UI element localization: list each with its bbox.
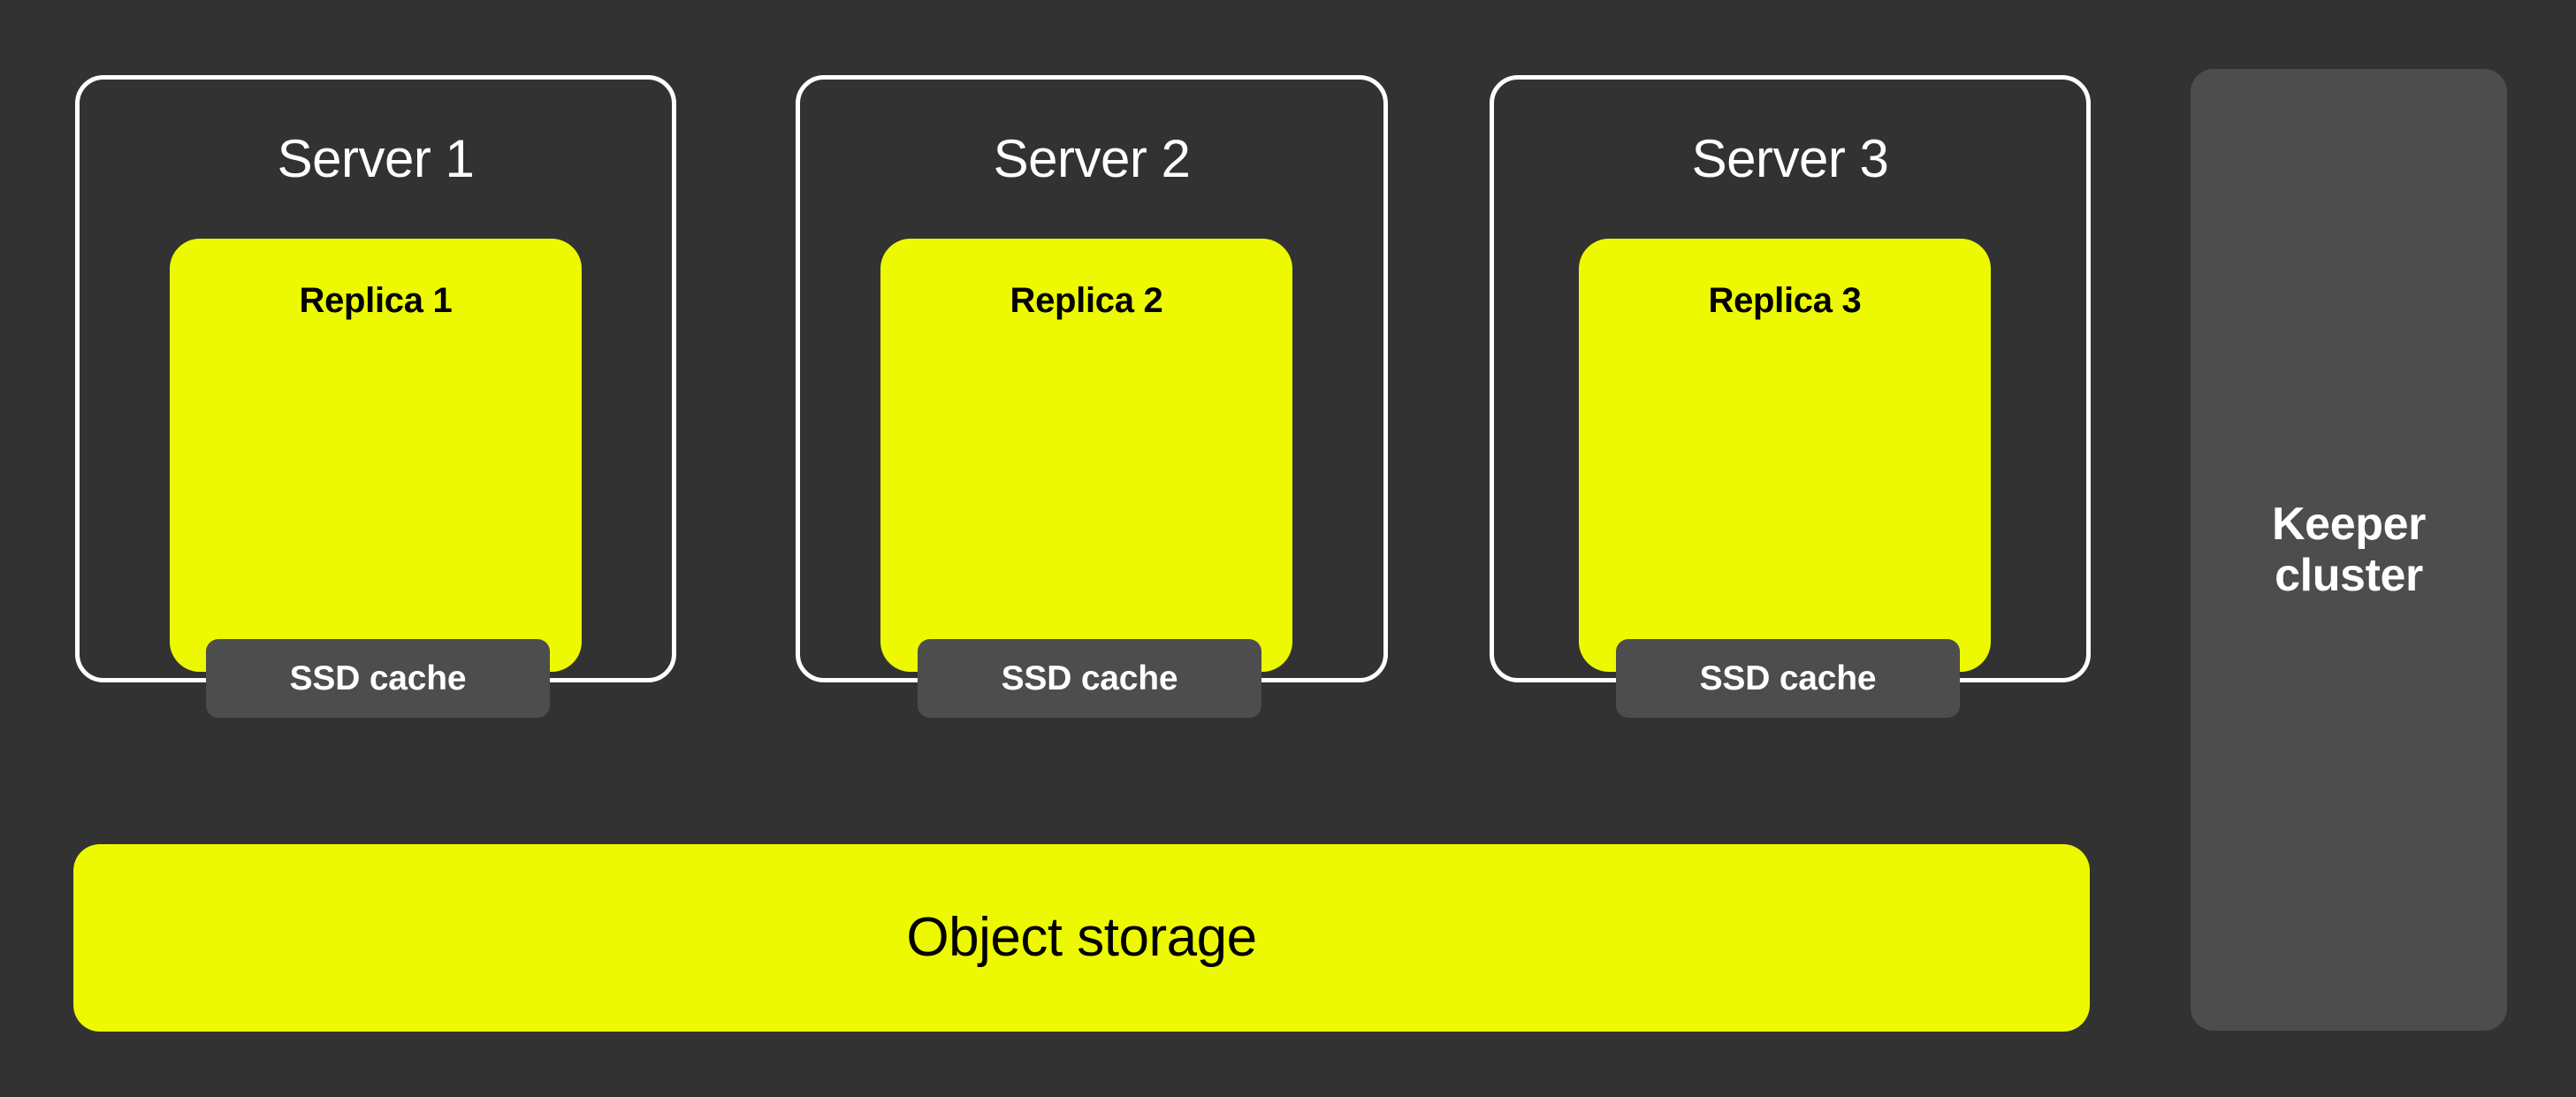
keeper-cluster-box: Keeper cluster xyxy=(2191,69,2507,1031)
ssd-cache-box-1: SSD cache xyxy=(206,639,550,718)
ssd-cache-label-1: SSD cache xyxy=(289,659,467,697)
ssd-cache-box-3: SSD cache xyxy=(1616,639,1960,718)
server-title-2: Server 2 xyxy=(993,129,1191,188)
object-storage-label: Object storage xyxy=(906,907,1257,968)
replica-box-3: Replica 3 xyxy=(1579,239,1991,672)
replica-label-3: Replica 3 xyxy=(1708,281,1862,320)
server-title-1: Server 1 xyxy=(277,129,475,188)
keeper-cluster-label: Keeper cluster xyxy=(2272,498,2426,601)
replica-label-2: Replica 2 xyxy=(1010,281,1163,320)
ssd-cache-label-3: SSD cache xyxy=(1699,659,1877,697)
replica-box-2: Replica 2 xyxy=(880,239,1292,672)
ssd-cache-box-2: SSD cache xyxy=(918,639,1261,718)
object-storage-box: Object storage xyxy=(73,844,2090,1032)
replica-label-1: Replica 1 xyxy=(299,281,453,320)
ssd-cache-label-2: SSD cache xyxy=(1001,659,1178,697)
server-title-3: Server 3 xyxy=(1691,129,1889,188)
replica-box-1: Replica 1 xyxy=(170,239,582,672)
